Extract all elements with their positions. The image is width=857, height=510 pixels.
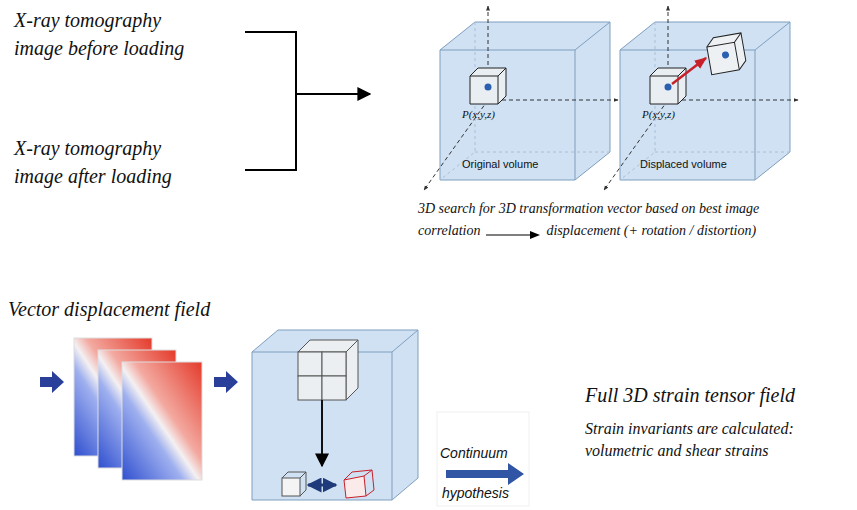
point-label: P(x,y,z) (642, 108, 712, 121)
caption-note: 3D search for 3D transformation vector b… (418, 198, 763, 242)
displaced-volume-cube (604, 6, 798, 190)
result-label: Full 3D strain tensor field (585, 382, 850, 408)
inline-arrow-svg (484, 229, 542, 241)
arrow-label: hypothesis (442, 484, 532, 502)
original-volume-cube (424, 6, 618, 190)
arrow-label: Continuum (440, 444, 530, 462)
result-note: displacement (+ rotation / distortion) (546, 223, 756, 238)
scan-label: X-ray tomography image after loading (14, 134, 202, 190)
volume-label: Original volume (462, 158, 562, 171)
point-label: P(x,y,z) (462, 108, 532, 121)
step-label: Vector displacement field (8, 296, 268, 322)
continuum-cube (252, 330, 418, 500)
bracket (245, 32, 370, 170)
result-note: Strain invariants are calculated: volume… (585, 418, 853, 462)
displacement-field-images (40, 338, 238, 480)
inline-arrow (484, 226, 542, 238)
scan-label: X-ray tomography image before loading (14, 6, 202, 62)
volume-label: Displaced volume (640, 158, 750, 171)
